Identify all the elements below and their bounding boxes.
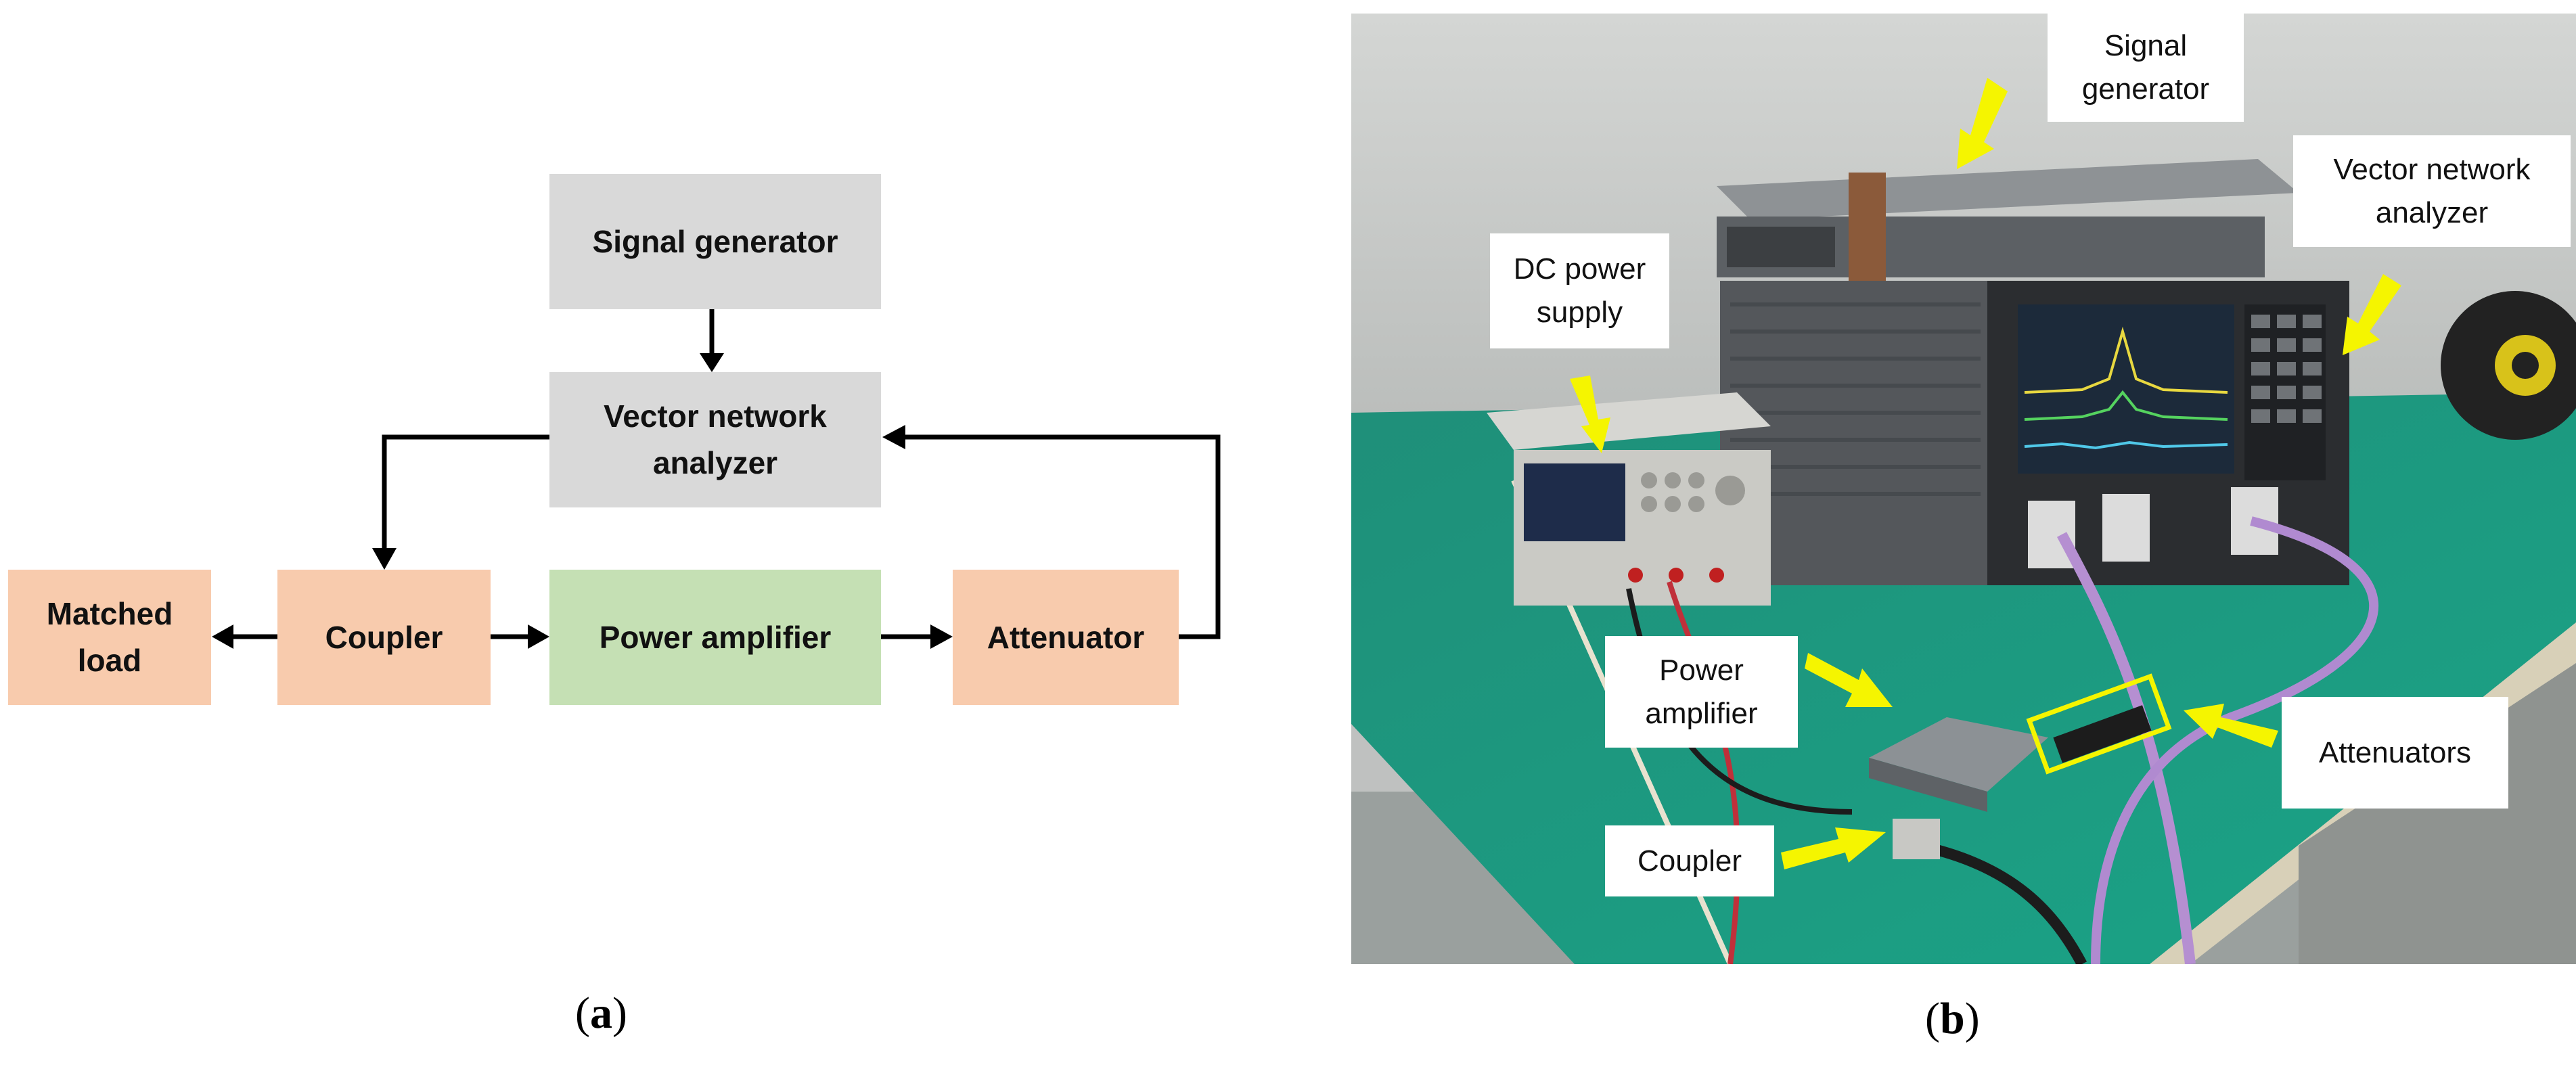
label-signal-generator: Signal generator [2048, 14, 2244, 122]
vna-side-vents [1730, 302, 1981, 496]
arrow-vna [2343, 274, 2401, 355]
pa-box-front [1869, 758, 1987, 812]
label-power-amplifier: Power amplifier [1605, 636, 1798, 748]
vna-trace-yellow [2024, 326, 2228, 394]
pa-box [1869, 717, 2048, 792]
label-dc-power-supply: DC power supply [1490, 233, 1669, 348]
coupler-body [1893, 819, 1940, 859]
label-coupler: Coupler [1605, 825, 1774, 896]
siggen-panel [1727, 227, 1835, 267]
label-coupler-text: Coupler [1637, 844, 1742, 878]
signal-generator-block: Signal generator [549, 174, 881, 309]
diagram-arrows [212, 306, 1221, 649]
black-cable-2 [1918, 840, 2087, 964]
purple-cable-2 [2091, 516, 2378, 964]
power-amplifier-block: Power amplifier [549, 570, 881, 705]
arrowhead-coupler-to-load [212, 624, 233, 649]
label-attenuators: Attenuators [2282, 697, 2508, 809]
dc-supply-top [1487, 392, 1771, 450]
power-amplifier-label: Power amplifier [599, 619, 832, 655]
attenuator-body [2053, 705, 2152, 763]
label-dc-power-supply-text: DC power supply [1513, 252, 1646, 329]
block-diagram: Signal generator Vector network analyzer… [8, 174, 1221, 1038]
caption-b: (b) [1925, 994, 1980, 1043]
attenuator-label: Attenuator [987, 619, 1145, 655]
arrowhead-siggen-to-vna [700, 353, 724, 372]
label-signal-generator-text: Signal generator [2081, 29, 2210, 106]
arrow-attenuators [2184, 704, 2278, 748]
arrowhead-vna-to-coupler [372, 548, 397, 570]
caption-a: (a) [575, 988, 627, 1038]
arrowhead-pa-to-attenuator [930, 624, 953, 649]
dc-supply-terminals [1628, 568, 1724, 583]
label-vna: Vector network analyzer [2293, 135, 2571, 247]
attenuator-highlight [2026, 673, 2172, 775]
vna-trace-cyan [2024, 440, 2228, 450]
vna-label: Vector network analyzer [604, 399, 827, 480]
caption-b-letter: b [1939, 994, 1965, 1043]
setup-photo: Signal generator Vector network analyzer… [1351, 14, 2576, 964]
arrow-vna-to-coupler [382, 434, 549, 555]
arrow-attenuator-to-vna [900, 434, 1221, 639]
arrowhead-attenuator-to-vna [882, 425, 905, 449]
label-power-amplifier-text: Power amplifier [1645, 653, 1758, 730]
vna-block: Vector network analyzer [549, 372, 881, 507]
vna-screen [2018, 304, 2234, 474]
dc-supply-buttons [1641, 472, 1745, 512]
vna-keys [2251, 315, 2322, 423]
arrow-pa [1805, 653, 1893, 707]
dc-supply-screen [1524, 463, 1625, 541]
arrow-dc-supply [1570, 376, 1610, 453]
arrow-siggen [1957, 78, 2008, 169]
label-attenuators-text: Attenuators [2318, 735, 2472, 769]
arrowhead-coupler-to-pa [528, 624, 549, 649]
cable-reel-center [2512, 352, 2539, 379]
caption-a-letter: a [589, 988, 612, 1038]
matched-load-block: Matched load [8, 570, 211, 705]
matched-load-label: Matched load [46, 596, 173, 678]
coupler-block: Coupler [277, 570, 491, 705]
siggen-handle [1849, 173, 1886, 281]
coupler-label: Coupler [325, 619, 443, 655]
purple-cable [2056, 532, 2196, 964]
signal-generator-label: Signal generator [592, 223, 838, 259]
attenuator-block: Attenuator [953, 570, 1179, 705]
arrow-coupler [1781, 827, 1886, 869]
yellow-arrows [1570, 78, 2401, 869]
vna-trace-green [2024, 390, 2228, 421]
label-vna-text: Vector network analyzer [2333, 152, 2531, 229]
